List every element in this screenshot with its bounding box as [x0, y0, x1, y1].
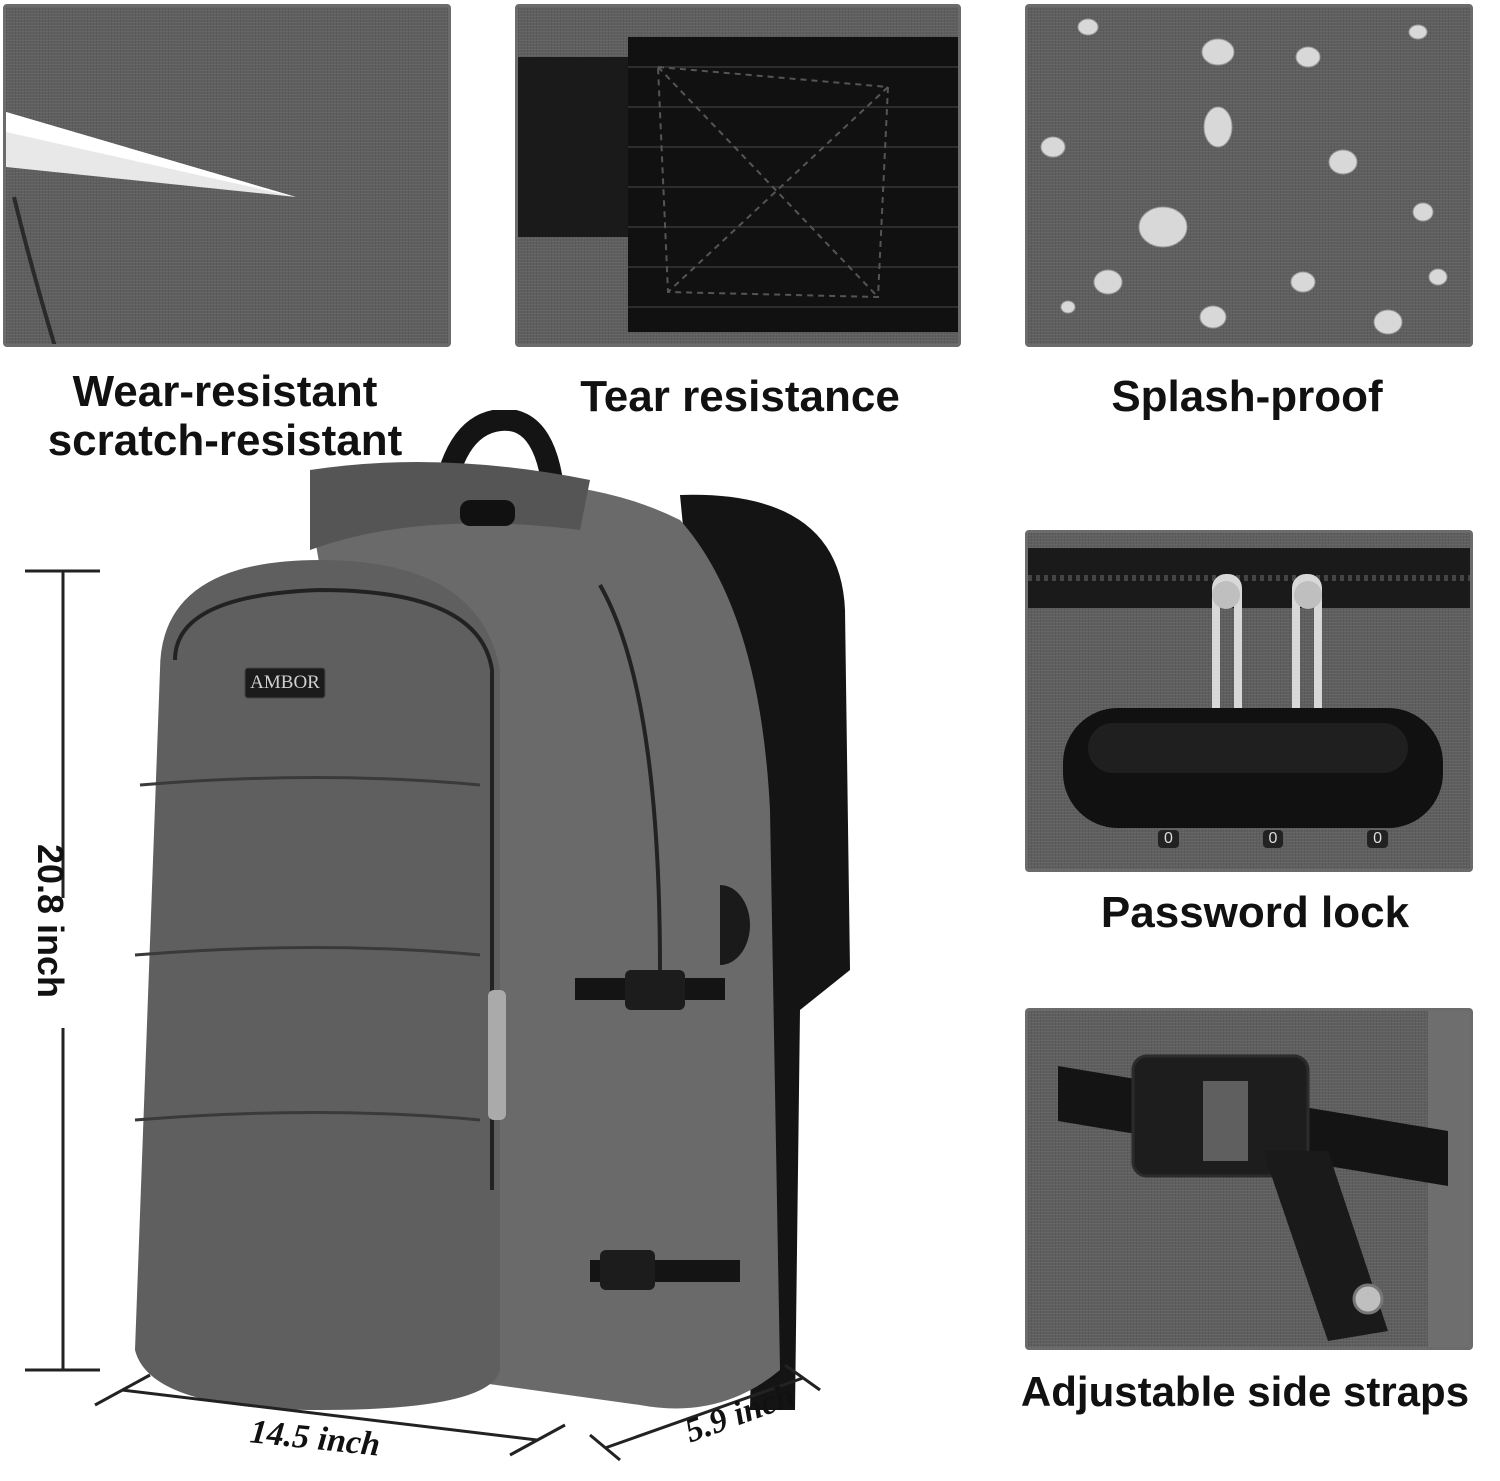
tear-resistance-photo — [515, 4, 961, 347]
backpack-icon — [134, 410, 850, 1410]
combination-lock-icon — [1028, 548, 1470, 828]
side-straps-photo — [1025, 1008, 1473, 1350]
splash-proof-caption: Splash-proof — [1111, 372, 1383, 421]
strap-buckle-icon — [1058, 1011, 1470, 1347]
lock-digit-2[interactable]: 0 — [1262, 830, 1284, 848]
backpack-photo: AMBOR — [120, 410, 860, 1420]
brand-logo: AMBOR — [250, 672, 320, 693]
height-dimension-label: 20.8 inch — [30, 843, 71, 999]
tear-resistance-caption: Tear resistance — [580, 372, 900, 421]
wear-resistant-photo — [3, 4, 451, 347]
webbing-strap-icon — [518, 37, 958, 332]
lock-digit-3[interactable]: 0 — [1367, 830, 1388, 848]
lock-digits: 0 0 0 — [1158, 830, 1388, 848]
wear-resistant-caption: Wear-resistant scratch-resistant — [0, 367, 450, 466]
password-lock-caption: Password lock — [1100, 888, 1410, 937]
wear-caption-line2: scratch-resistant — [47, 416, 403, 466]
knife-blade-icon — [6, 112, 296, 344]
splash-proof-photo — [1025, 4, 1473, 347]
height-dimension-line — [25, 568, 100, 1373]
password-lock-photo: 0 0 0 — [1025, 530, 1473, 872]
width-dimension-line — [90, 1370, 570, 1460]
side-straps-caption: Adjustable side straps — [1020, 1368, 1470, 1415]
depth-dimension-line — [585, 1360, 830, 1470]
lock-digit-1[interactable]: 0 — [1158, 830, 1179, 848]
wear-caption-line1: Wear-resistant — [72, 367, 378, 416]
water-drops-icon — [1040, 18, 1448, 335]
